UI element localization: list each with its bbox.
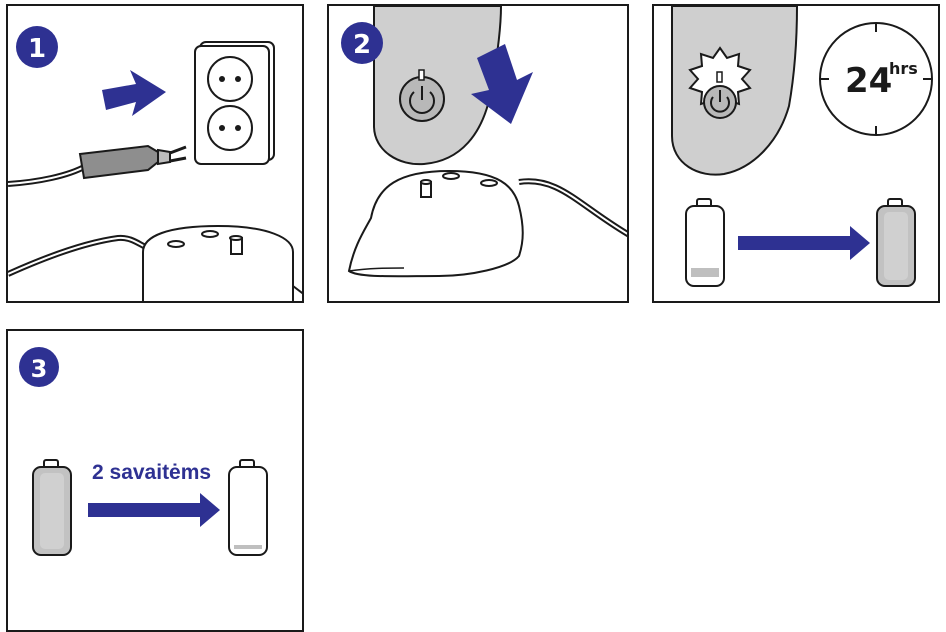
clock-hours-number: 24 [845, 61, 892, 101]
charging-panel: 24 hrs [652, 4, 940, 303]
arrow-right-icon [738, 226, 870, 260]
clock-icon: 24 hrs [820, 23, 932, 135]
plug-icon [8, 146, 186, 184]
step-2-panel: 2 [327, 4, 629, 303]
battery-full-icon [877, 199, 915, 286]
step-1-panel: 1 [6, 4, 304, 303]
duration-caption: 2 savaitėms [92, 461, 211, 484]
arrow-right-icon [88, 493, 220, 527]
step-number: 1 [28, 34, 46, 64]
arrow-right-icon [102, 70, 166, 116]
step-badge: 2 [341, 22, 383, 64]
battery-empty-icon [686, 199, 724, 286]
step-3-panel: 3 2 savaitėms [6, 329, 304, 632]
charging-stand-icon [349, 171, 629, 276]
step-badge: 3 [19, 347, 59, 387]
wall-socket-icon [195, 42, 274, 164]
step-number: 2 [353, 30, 371, 60]
charging-stand-icon [8, 226, 304, 303]
clock-hours-unit: hrs [889, 59, 918, 78]
battery-empty-icon [229, 460, 267, 555]
step-badge: 1 [16, 26, 58, 68]
battery-full-icon [33, 460, 71, 555]
step-number: 3 [31, 355, 48, 383]
